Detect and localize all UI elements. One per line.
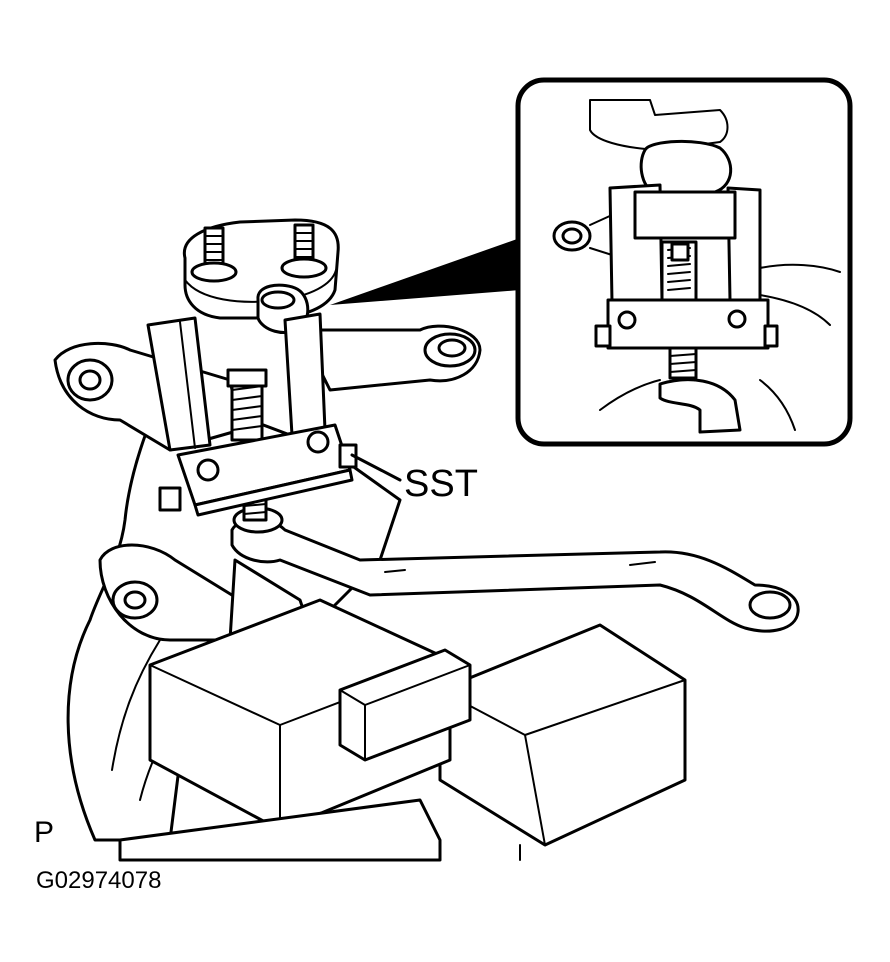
bench-vise xyxy=(118,598,687,862)
detail-inset xyxy=(515,77,853,447)
special-service-tool xyxy=(146,218,358,522)
corner-label: P xyxy=(34,816,54,849)
sst-leader-line xyxy=(350,453,402,482)
figure-code: G02974078 xyxy=(36,867,161,894)
zoom-wedge xyxy=(330,238,520,305)
sst-label: SST xyxy=(404,463,478,505)
